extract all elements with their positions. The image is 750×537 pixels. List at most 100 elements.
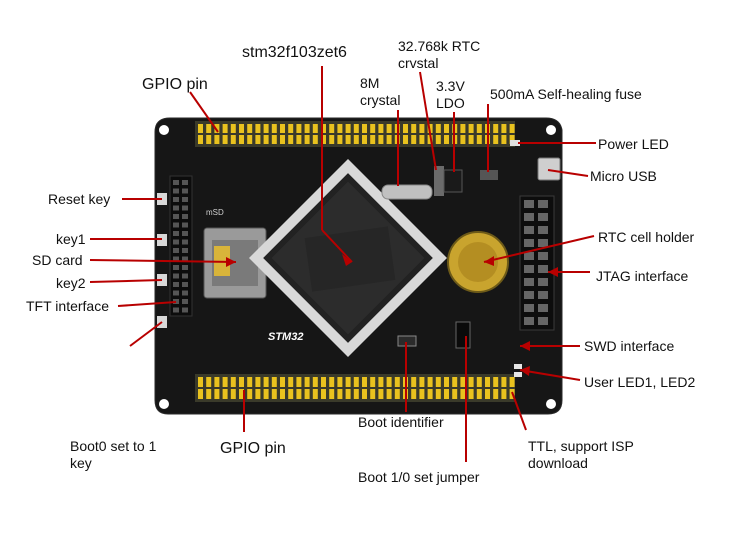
- header-pin: [182, 282, 188, 287]
- header-pin: [411, 135, 417, 144]
- header-pin: [476, 135, 482, 144]
- label-user-led: User LED1, LED2: [584, 374, 696, 390]
- header-pin: [173, 239, 179, 245]
- header-pin: [394, 389, 400, 399]
- header-pin: [538, 304, 548, 312]
- header-pin: [182, 248, 188, 253]
- label-mcu: stm32f103zet6: [242, 44, 347, 61]
- header-pin: [386, 389, 392, 399]
- header-pin: [337, 135, 343, 144]
- header-pin: [255, 389, 261, 399]
- header-pin: [230, 377, 236, 387]
- header-pin: [304, 124, 310, 133]
- header-pin: [419, 377, 425, 387]
- pointer-ttl: [511, 391, 527, 431]
- header-pin: [538, 213, 548, 221]
- header-pin: [329, 124, 335, 133]
- label-boot-identifier: Boot identifier: [358, 414, 444, 430]
- header-pin: [524, 265, 534, 273]
- mounting-hole: [546, 125, 556, 135]
- header-pin: [206, 377, 212, 387]
- header-pin: [182, 256, 188, 262]
- header-pin: [280, 135, 285, 144]
- ldo-body: [443, 169, 463, 193]
- header-pin: [280, 389, 285, 399]
- header-pin: [312, 124, 318, 133]
- label-reset-key: Reset key: [48, 191, 111, 207]
- header-pin: [362, 389, 367, 399]
- label-key1: key1: [56, 231, 86, 247]
- header-pin: [288, 135, 294, 144]
- header-pin: [460, 377, 466, 387]
- header-pin: [460, 124, 466, 133]
- header-pin: [239, 389, 244, 399]
- header-pin: [321, 389, 326, 399]
- header-pin: [345, 135, 351, 144]
- header-pin: [468, 124, 474, 133]
- label-jtag: JTAG interface: [596, 268, 689, 284]
- header-pin: [222, 389, 228, 399]
- header-pin: [419, 124, 425, 133]
- header-pin: [538, 239, 548, 247]
- header-pin: [312, 135, 318, 144]
- label-power-led: Power LED: [598, 136, 669, 152]
- label-boot-jumper: Boot 1/0 set jumper: [358, 469, 480, 485]
- header-pin: [304, 135, 310, 144]
- header-pin: [509, 377, 515, 387]
- header-pin: [206, 389, 212, 399]
- header-pin: [435, 124, 441, 133]
- user-led-1: [514, 364, 522, 369]
- header-pin: [362, 124, 367, 133]
- header-pin: [337, 389, 343, 399]
- header-pin: [337, 124, 343, 133]
- header-pin: [524, 252, 534, 260]
- header-pin: [173, 197, 179, 202]
- header-pin: [435, 377, 441, 387]
- header-pin: [538, 226, 548, 234]
- header-pin: [509, 135, 515, 144]
- header-pin: [435, 135, 441, 144]
- header-pin: [468, 135, 474, 144]
- label-gpio-top: GPIO pin: [142, 76, 208, 93]
- label-8m-crystal: 8M crystal: [360, 75, 401, 108]
- header-pin: [271, 124, 277, 133]
- silk-sd: mSD: [206, 208, 224, 217]
- header-pin: [296, 389, 302, 399]
- header-pin: [444, 135, 449, 144]
- header-pin: [370, 389, 376, 399]
- header-pin: [247, 377, 253, 387]
- header-pin: [239, 377, 244, 387]
- header-pin: [444, 377, 449, 387]
- header-pin: [173, 180, 179, 185]
- arrowhead-mcu: [342, 254, 352, 266]
- header-pin: [460, 135, 466, 144]
- header-pin: [538, 278, 548, 286]
- pointer-sd-card: [89, 259, 237, 263]
- label-ldo: 3.3V LDO: [436, 78, 465, 111]
- header-pin: [182, 188, 188, 194]
- header-pin: [501, 124, 507, 133]
- header-pin: [247, 124, 253, 133]
- header-pin: [329, 135, 335, 144]
- pointer-boot0-key: [129, 321, 163, 347]
- header-pin: [182, 307, 188, 313]
- rtc-cell-holder-inner: [458, 242, 498, 282]
- header-pin: [173, 205, 179, 211]
- header-pin: [353, 135, 359, 144]
- header-pin: [476, 389, 482, 399]
- header-pin: [345, 389, 351, 399]
- header-pin: [173, 307, 179, 313]
- header-pin: [263, 135, 269, 144]
- header-pin: [182, 180, 188, 185]
- pointer-heads: [226, 254, 558, 376]
- header-pin: [255, 135, 261, 144]
- header-pin: [222, 124, 228, 133]
- header-pin: [173, 282, 179, 287]
- header-pin: [411, 389, 417, 399]
- header-pin: [362, 135, 367, 144]
- header-pin: [173, 273, 179, 279]
- header-pin: [312, 377, 318, 387]
- pointer-mcu-tip: [321, 229, 353, 263]
- header-pin: [524, 239, 534, 247]
